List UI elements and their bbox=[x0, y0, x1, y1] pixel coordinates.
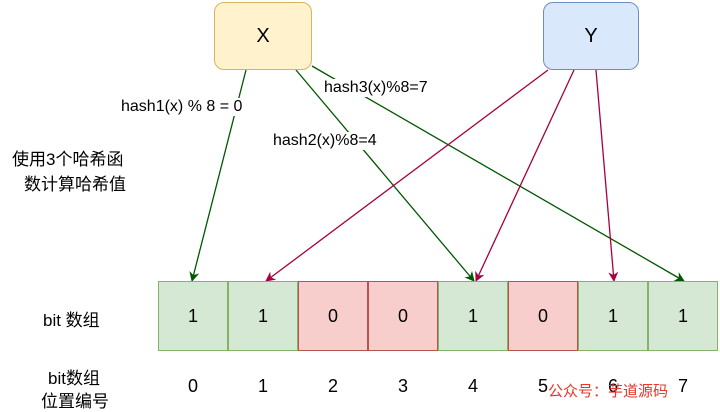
hash3-label: hash3(x)%8=7 bbox=[324, 79, 428, 97]
bit-cell-6: 1 bbox=[578, 281, 648, 351]
bit-cell-3: 0 bbox=[368, 281, 438, 351]
element-y-label: Y bbox=[584, 24, 598, 47]
bit-cell-1: 1 bbox=[228, 281, 298, 351]
bit-index-3: 3 bbox=[397, 376, 408, 396]
element-y-node: Y bbox=[543, 2, 639, 70]
watermark-text: 公众号：芋道源码 bbox=[548, 383, 669, 400]
element-x-label: X bbox=[256, 24, 270, 47]
bit-cell-5: 0 bbox=[508, 281, 578, 351]
arrow-y-to-bit-4 bbox=[475, 69, 575, 282]
bit-index-7: 7 bbox=[677, 376, 688, 396]
hash1-label: hash1(x) % 8 = 0 bbox=[121, 98, 243, 116]
element-x-node: X bbox=[214, 2, 312, 70]
arrow-x-to-bit-4 bbox=[295, 69, 475, 282]
bit-index-0: 0 bbox=[187, 376, 198, 396]
arrow-y-to-bit-1 bbox=[265, 69, 549, 282]
arrow-x-to-bit-7 bbox=[311, 65, 685, 282]
bit-index-6: 6 bbox=[607, 376, 618, 396]
explain-line-2: 数计算哈希值 bbox=[24, 175, 126, 194]
bit-index-4: 4 bbox=[467, 376, 478, 396]
hash2-label: hash2(x)%8=4 bbox=[273, 132, 377, 150]
arrow-y-to-bit-6 bbox=[595, 69, 619, 282]
bit-index-2: 2 bbox=[327, 376, 338, 396]
bit-cell-2: 0 bbox=[298, 281, 368, 351]
index-row-label-line-2: 位置编号 bbox=[41, 392, 109, 411]
bit-cell-4: 1 bbox=[438, 281, 508, 351]
explain-line-1: 使用3个哈希函 bbox=[12, 150, 124, 169]
bit-index-5: 5 bbox=[537, 376, 548, 396]
index-row-label-line-1: bit数组 bbox=[48, 369, 100, 388]
bit-index-1: 1 bbox=[257, 376, 268, 396]
bit-array-row-label: bit 数组 bbox=[43, 311, 100, 330]
bit-cell-7: 1 bbox=[648, 281, 718, 351]
bit-cell-0: 1 bbox=[158, 281, 228, 351]
